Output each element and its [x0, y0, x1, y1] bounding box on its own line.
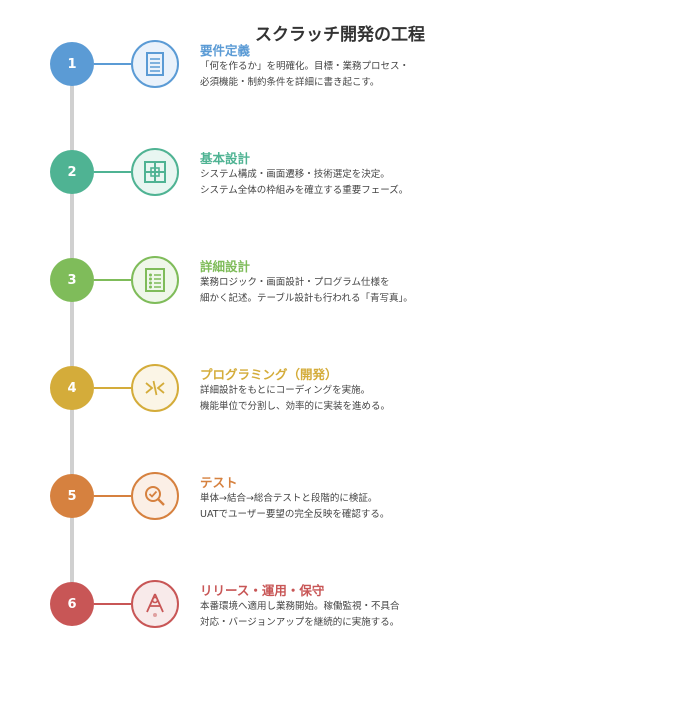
step-icon-badge — [131, 472, 179, 520]
timeline-spine — [70, 64, 74, 604]
step-number-badge: 2 — [50, 150, 94, 194]
page-title: スクラッチ開発の工程 — [255, 25, 425, 45]
step-heading: 基本設計 — [200, 151, 251, 166]
process-step: 5 テスト 単体→結合→総合テストと段階的に検証。 UATでユーザー要望の完全反… — [0, 472, 680, 596]
step-description-line: システム構成・画面遷移・技術選定を決定。 — [200, 169, 390, 180]
step-description-line: システム全体の枠組みを確立する重要フェーズ。 — [200, 185, 409, 196]
magnifier-check-icon — [145, 486, 165, 506]
step-icon-badge — [131, 256, 179, 304]
step-heading: プログラミング（開発） — [200, 367, 338, 382]
step-description-line: 詳細設計をもとにコーディングを実施。 — [200, 385, 371, 396]
layout-grid-icon — [144, 161, 166, 183]
step-description-line: 「何を作るか」を明確化。目標・業務プロセス・ — [200, 61, 410, 72]
step-number-badge: 4 — [50, 366, 94, 410]
process-step: 6 リリース・運用・保守 本番環境へ適用し業務開始。稼働監視・不具合 対応・バー… — [0, 580, 680, 704]
step-description-line: 機能単位で分割し、効率的に実装を進める。 — [200, 401, 391, 412]
step-text: 詳細設計 業務ロジック・画面設計・プログラム仕様を 細かく記述。テーブル設計も行… — [200, 259, 413, 307]
step-description-line: 単体→結合→総合テストと段階的に検証。 — [200, 493, 378, 504]
step-number-badge: 5 — [50, 474, 94, 518]
step-icon-badge — [131, 40, 179, 88]
step-description-line: 業務ロジック・画面設計・プログラム仕様を — [200, 277, 390, 288]
process-step: 4 プログラミング（開発） 詳細設計をもとにコーディングを実施。 機能単位で分割… — [0, 364, 680, 488]
step-heading: リリース・運用・保守 — [200, 583, 325, 598]
step-heading: 詳細設計 — [200, 259, 251, 274]
step-description-line: 本番環境へ適用し業務開始。稼働監視・不具合 — [200, 601, 400, 612]
step-heading: 要件定義 — [200, 43, 251, 58]
step-description-line: 細かく記述。テーブル設計も行われる「青写真」。 — [200, 293, 413, 304]
step-number-badge: 6 — [50, 582, 94, 626]
step-description-line: UATでユーザー要望の完全反映を確認する。 — [200, 509, 390, 520]
step-connector — [94, 495, 131, 497]
step-icon-badge — [131, 364, 179, 412]
step-connector — [94, 171, 131, 173]
step-heading: テスト — [200, 475, 238, 490]
step-text: テスト 単体→結合→総合テストと段階的に検証。 UATでユーザー要望の完全反映を… — [200, 475, 389, 523]
code-icon — [145, 380, 165, 396]
step-description-line: 対応・バージョンアップを継続的に実施する。 — [200, 617, 400, 628]
step-text: プログラミング（開発） 詳細設計をもとにコーディングを実施。 機能単位で分割し、… — [200, 367, 390, 415]
process-step: 1 要件定義 「何を作るか」を明確化。目標・業務プロセス・ 必須機能・制約条件を… — [0, 40, 680, 164]
process-step: 3 詳細設計 業務ロジック・画面設計・プログラム仕様を 細かく記述。テーブル設計… — [0, 256, 680, 380]
step-text: 要件定義 「何を作るか」を明確化。目標・業務プロセス・ 必須機能・制約条件を詳細… — [200, 43, 409, 91]
step-connector — [94, 63, 131, 65]
step-icon-badge — [131, 580, 179, 628]
step-connector — [94, 279, 131, 281]
step-connector — [94, 603, 131, 605]
step-number-badge: 3 — [50, 258, 94, 302]
checklist-icon — [145, 268, 165, 292]
document-icon — [146, 52, 164, 76]
compass-icon — [146, 593, 164, 617]
step-connector — [94, 387, 131, 389]
step-number-badge: 1 — [50, 42, 94, 86]
step-text: リリース・運用・保守 本番環境へ適用し業務開始。稼働監視・不具合 対応・バージョ… — [200, 583, 400, 631]
step-icon-badge — [131, 148, 179, 196]
process-step: 2 基本設計 システム構成・画面遷移・技術選定を決定。 システム全体の枠組みを確… — [0, 148, 680, 272]
step-description-line: 必須機能・制約条件を詳細に書き起こす。 — [200, 77, 380, 88]
step-text: 基本設計 システム構成・画面遷移・技術選定を決定。 システム全体の枠組みを確立す… — [200, 151, 408, 199]
